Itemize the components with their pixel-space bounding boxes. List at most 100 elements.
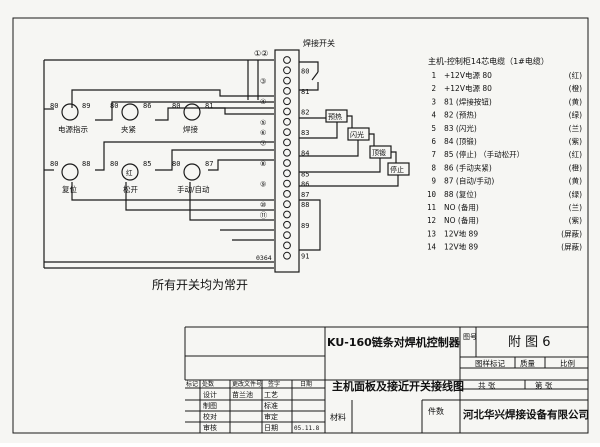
cable-row-color: (屏蔽) <box>561 228 582 238</box>
cable-row-color: (红) <box>569 70 582 80</box>
normally-open-note: 所有开关均为常开 <box>152 278 248 292</box>
product-name: KU-160链条对焊机控制器 <box>327 335 461 349</box>
cable-row: 10 88 (复位) (绿) <box>427 189 582 199</box>
terminal-screw <box>283 148 291 157</box>
terminal-screw <box>283 210 291 219</box>
role-draw: 制图 <box>203 401 217 410</box>
cable-row-no: 6 <box>431 137 436 146</box>
fig-no-value: 附 图 6 <box>508 335 551 350</box>
cable-row-desc: 83 (闪光) <box>444 123 477 133</box>
terminal-screw <box>283 117 291 126</box>
cable-row-desc: 87 (自动/手动) <box>444 176 494 186</box>
lamp-power-right: 89 <box>82 102 90 110</box>
cable-row-no: 10 <box>427 190 437 199</box>
lamp-release-left: 80 <box>110 160 118 168</box>
lamp-power-left: 80 <box>50 102 58 110</box>
lamp-clamp: 80 86 夹紧 <box>110 102 151 134</box>
cable-row-desc: 88 (复位) <box>444 189 477 199</box>
cable-row-desc: 12V地 89 <box>444 242 478 252</box>
cable-row-color: (黄) <box>569 176 582 186</box>
lamp-manual-right: 87 <box>205 160 213 168</box>
terminal-right-number: 85 <box>301 170 309 178</box>
terminal-left-number: ⑥ <box>260 129 266 137</box>
cable-row-no: 13 <box>427 229 436 238</box>
cable-row-color: (绿) <box>569 190 582 199</box>
rev-mark: 标记 <box>186 380 198 388</box>
cable-row-color: (黄) <box>569 96 582 106</box>
weld-switch-label: 焊接开关 <box>303 38 335 48</box>
terminal-right-number: 82 <box>301 109 309 117</box>
terminal-left-number: ⑤ <box>260 119 266 127</box>
lamp-release: 红 80 85 松开 <box>110 160 151 194</box>
cable-row-desc: 81 (焊接按钮) <box>444 96 492 106</box>
role-process: 工艺 <box>264 391 278 399</box>
terminal-right-number: 87 <box>301 191 309 199</box>
weld-limit-switch: 焊接开关 <box>299 38 335 91</box>
cable-row-no: 5 <box>431 124 436 133</box>
cable-row-no: 9 <box>431 177 436 186</box>
cable-row-color: (橙) <box>569 83 582 93</box>
material-label: 材料 <box>330 412 346 422</box>
cable-table: 主机-控制柜14芯电缆（1#电缆） <box>428 56 549 66</box>
cable-row: 2+12V电源 80(橙) <box>431 83 582 93</box>
cable-row-no: 11 <box>427 203 436 212</box>
cable-row-desc: 84 (顶锻) <box>444 136 477 146</box>
switch-preheat-label: 预热 <box>328 112 342 121</box>
terminal-right-number: 89 <box>301 222 309 230</box>
cable-row-desc: NO (备用) <box>444 202 479 212</box>
cable-row-color: (紫) <box>569 216 582 225</box>
cable-row-desc: +12V电源 80 <box>444 70 492 80</box>
cable-row: 6 84 (顶锻) (紫) <box>431 136 582 146</box>
terminal-screw <box>283 251 291 260</box>
terminal-screw <box>283 179 291 188</box>
cable-row-desc: 82 (预热) <box>444 110 477 120</box>
cable-row-no: 7 <box>431 150 436 159</box>
cable-row-color: (兰) <box>569 202 582 212</box>
terminal-screw <box>283 159 291 167</box>
company-name: 河北华兴焊接设备有限公司 <box>463 408 589 421</box>
lamp-release-inner: 红 <box>126 168 133 177</box>
terminal-left-number: ⑧ <box>260 160 266 168</box>
header-cell-mass: 质量 <box>520 358 535 368</box>
switch-flash-label: 闪光 <box>350 130 364 139</box>
rev-doc: 更改文件号 <box>232 380 262 388</box>
lamp-weld-label: 焊接 <box>183 124 198 134</box>
role-date: 日期 <box>264 424 278 432</box>
panel-wiring <box>43 59 274 269</box>
terminal-screw <box>283 200 291 209</box>
cable-table-title: 主机-控制柜14芯电缆（1#电缆） <box>428 56 549 66</box>
terminal-right-number: 80 <box>301 67 309 75</box>
terminal-screw <box>283 87 291 95</box>
terminal-right-number: 86 <box>301 181 309 189</box>
sheet-total: 共 张 <box>478 381 496 390</box>
designer-name: 苗兰池 <box>232 390 253 399</box>
terminal-screw <box>283 241 291 250</box>
terminal-right-number: 88 <box>301 201 309 209</box>
cable-row-color: (紫) <box>569 137 582 146</box>
header-cell-scale: 比例 <box>560 358 575 368</box>
lamp-reset-label: 复位 <box>62 184 77 194</box>
terminal-left-number: ⑪ <box>260 212 267 220</box>
title-block: KU-160链条对焊机控制器 主机面板及接近开关接线图 图号 附 图 6 图样标… <box>184 326 589 433</box>
rev-sign: 签字 <box>268 380 280 388</box>
terminal-screw <box>283 138 291 147</box>
cable-row-no: 14 <box>427 243 437 252</box>
terminal-block: ①② 0364 <box>254 49 300 273</box>
lamp-weld-right: 81 <box>205 102 213 110</box>
cable-row-color: (橙) <box>569 162 582 172</box>
terminal-left-number: ③ <box>260 78 266 86</box>
cable-row-desc: +12V电源 80 <box>444 83 492 93</box>
terminal-left-number: ⑦ <box>260 139 266 147</box>
switch-stop: 停止 <box>299 151 410 187</box>
role-approve: 审定 <box>264 412 278 421</box>
fig-no-label: 图号 <box>463 333 477 341</box>
cable-row: 1+12V电源 80(红) <box>431 70 582 80</box>
drawing-date: 05.11.8 <box>294 425 320 432</box>
lamp-weld: 80 81 焊接 <box>172 102 213 134</box>
